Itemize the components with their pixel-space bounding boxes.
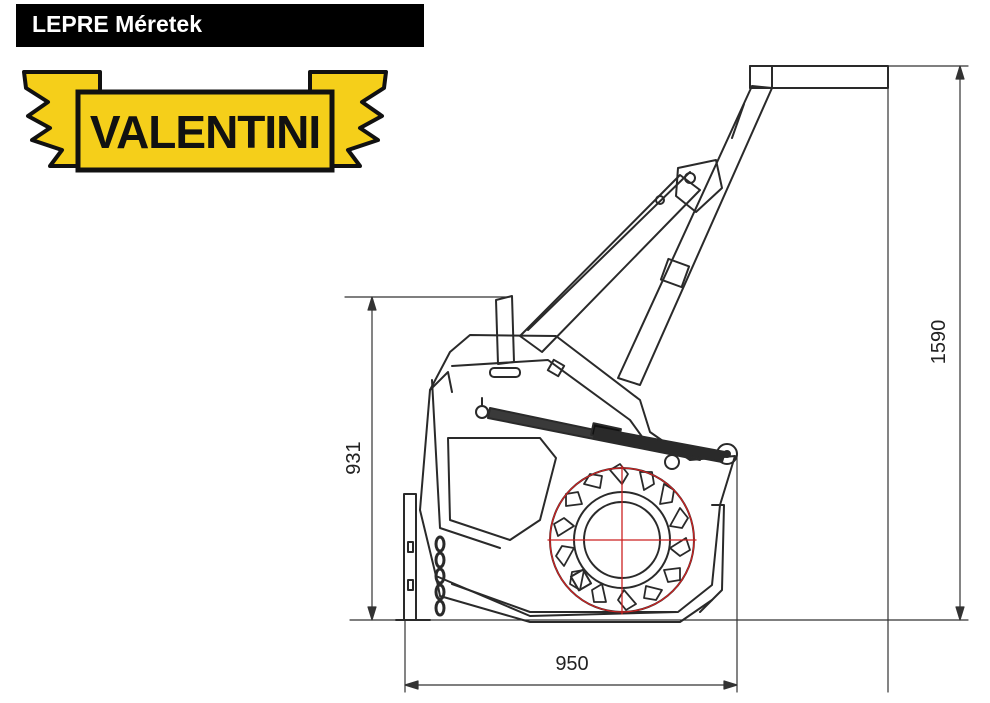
chain: [434, 535, 446, 617]
machine-housing: [419, 295, 738, 623]
page-title: LEPRE Méretek: [16, 4, 424, 47]
dimension-width: 950: [555, 653, 588, 675]
front-stand: [395, 493, 431, 621]
dimension-height-overall: 1590: [928, 320, 950, 365]
dimension-height-body: 931: [343, 441, 365, 474]
rotor-crosshair: [547, 465, 697, 615]
valentini-logo: VALENTINI: [22, 70, 388, 173]
logo-text: VALENTINI: [90, 106, 320, 158]
dimension-lines: [344, 65, 969, 693]
logo-panel: [75, 89, 335, 173]
top-link-arm: [519, 65, 889, 386]
